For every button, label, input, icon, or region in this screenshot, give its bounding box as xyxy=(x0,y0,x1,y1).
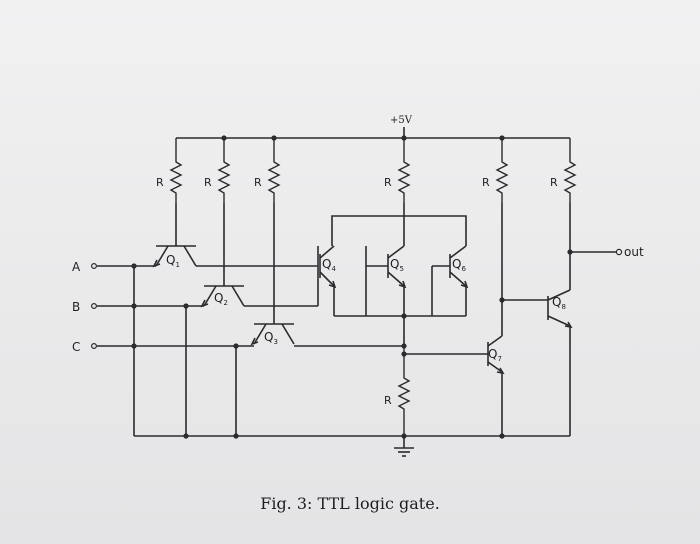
resistor-3 xyxy=(267,138,281,203)
output-stage: out xyxy=(404,203,644,436)
input-lines: A B C xyxy=(72,260,254,354)
q1-label: Q1 xyxy=(166,253,180,269)
input-stage xyxy=(152,203,295,346)
input-a-label: A xyxy=(72,260,81,274)
resistor-3-label: R xyxy=(254,176,262,189)
supply-label: +5V xyxy=(390,115,413,126)
pullup-resistors: R R R R R R xyxy=(156,138,577,203)
phase-splitter xyxy=(319,203,469,346)
resistor-5 xyxy=(495,138,509,203)
q7-label: Q7 xyxy=(488,347,502,363)
q3-label: Q3 xyxy=(264,330,278,346)
q4-label: Q4 xyxy=(322,257,336,273)
resistor-2-label: R xyxy=(204,176,212,189)
q8-label: Q8 xyxy=(552,295,566,311)
resistor-6-label: R xyxy=(550,176,558,189)
ground-symbol xyxy=(394,436,414,457)
bottom-bus xyxy=(133,266,570,437)
junctions xyxy=(131,135,573,439)
figure-caption: Fig. 3: TTL logic gate. xyxy=(260,494,440,513)
resistor-1 xyxy=(169,138,183,203)
resistor-6 xyxy=(563,138,577,203)
transistor-labels: Q1 Q2 Q3 Q4 Q5 Q6 Q7 Q8 xyxy=(166,253,566,363)
q2-label: Q2 xyxy=(214,291,228,307)
q5-label: Q5 xyxy=(390,257,404,273)
resistor-7-label: R xyxy=(384,394,392,407)
input-c-label: C xyxy=(72,340,80,354)
input-b-label: B xyxy=(72,300,80,314)
interstage-wiring xyxy=(196,246,404,347)
resistor-1-label: R xyxy=(156,176,164,189)
resistor-5-label: R xyxy=(482,176,490,189)
resistor-4 xyxy=(397,138,411,203)
q6-label: Q6 xyxy=(452,257,466,273)
resistor-2 xyxy=(217,138,231,203)
output-label: out xyxy=(624,245,644,259)
resistor-4-label: R xyxy=(384,176,392,189)
supply-rail: +5V xyxy=(176,115,570,139)
emitter-resistor: R xyxy=(384,346,411,436)
